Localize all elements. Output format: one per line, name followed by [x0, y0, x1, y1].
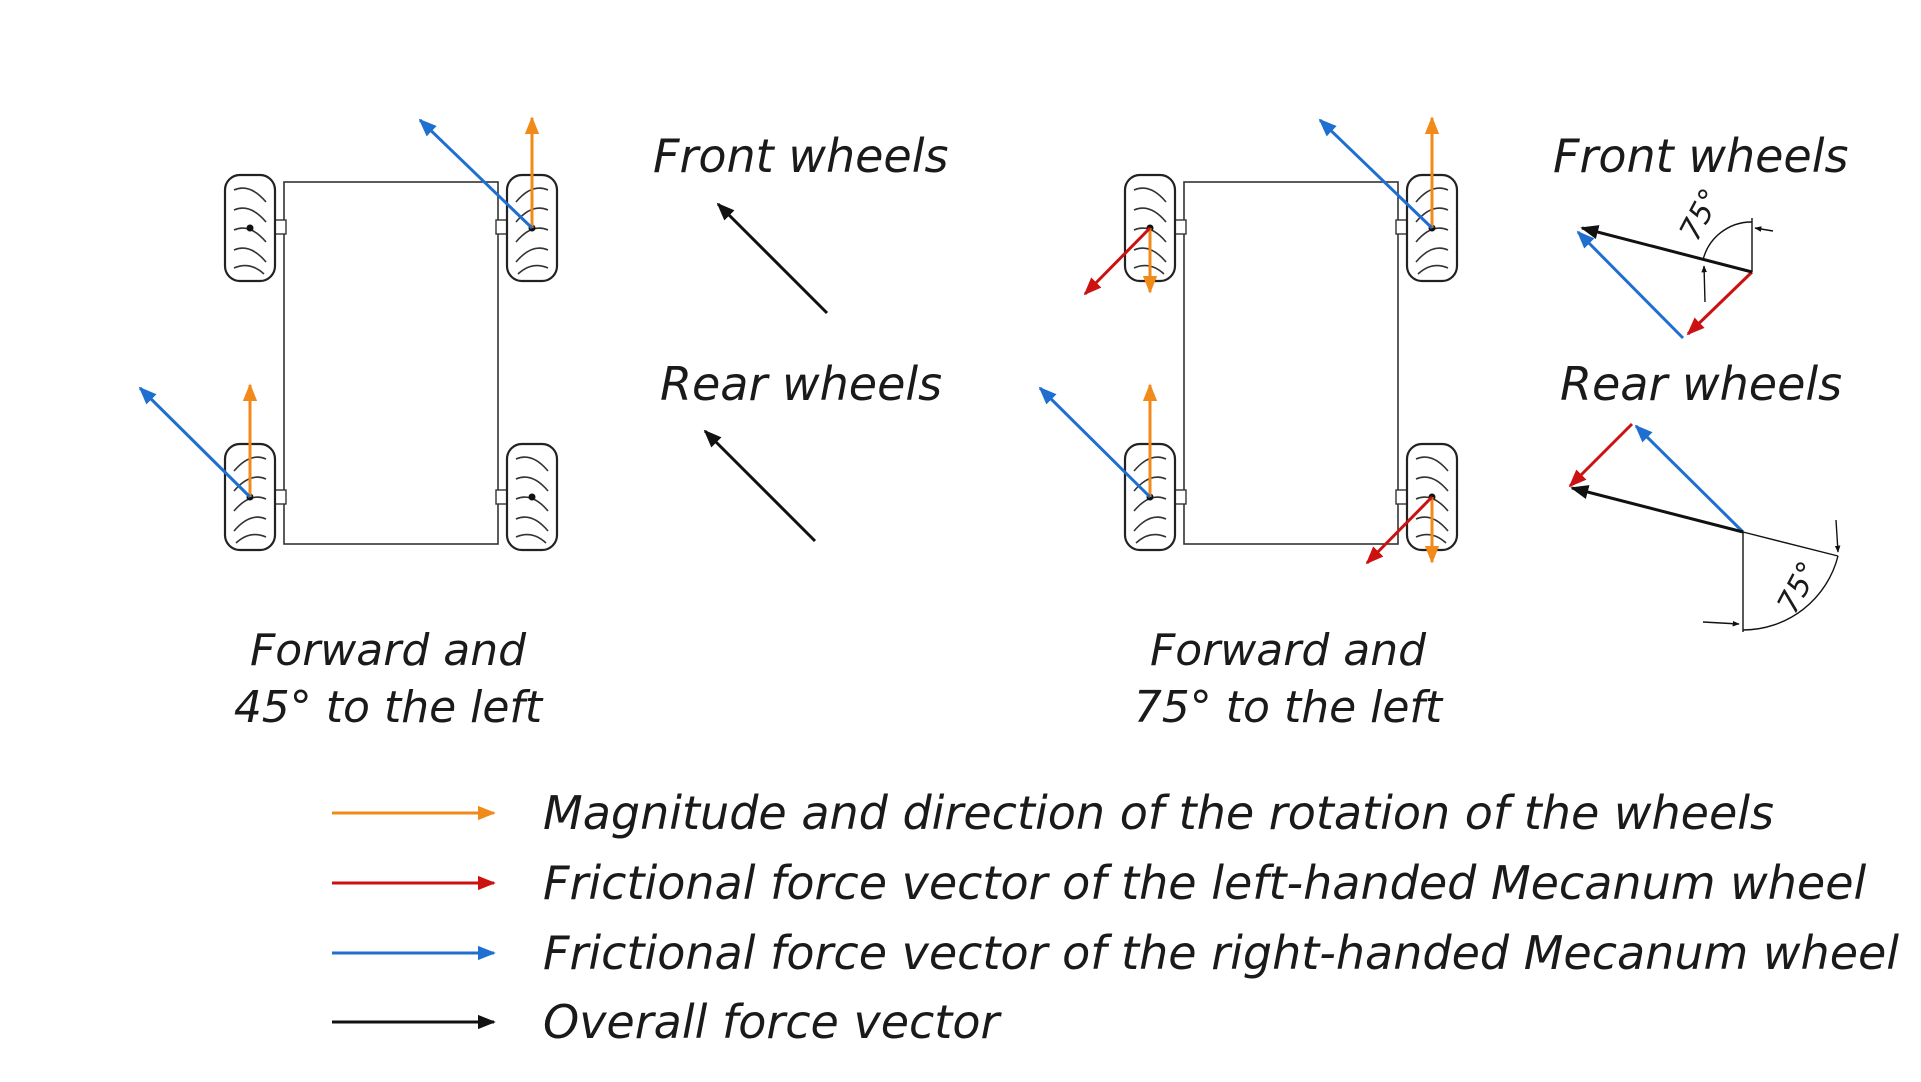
legend-item-left-friction: Frictional force vector of the left-hand… [332, 856, 1867, 910]
chassis-75 [1183, 181, 1399, 545]
front-75-angle-arc [1702, 221, 1753, 261]
vector-sum-rear-75: 75° [1568, 422, 1841, 632]
legend-overall-label: Overall force vector [543, 995, 1002, 1049]
rear-wheels-heading-75: Rear wheels [1560, 357, 1842, 411]
overall-arrow-front-45 [716, 202, 829, 315]
overall-arrow-rear-45 [703, 429, 817, 543]
legend-item-right-friction: Frictional force vector of the right-han… [332, 926, 1899, 980]
friction-arrow-rear-left-75 [1038, 386, 1152, 499]
caption-45-line1: Forward and [250, 625, 527, 676]
legend-item-rotation: Magnitude and direction of the rotation … [332, 786, 1774, 840]
robot-75 [1038, 116, 1459, 565]
robot-45 [138, 116, 559, 552]
caption-75-line2: 75° to the left [1134, 682, 1444, 733]
front-75-black-vector [1580, 225, 1753, 274]
friction-arrow-rear-left-45 [138, 386, 252, 499]
legend-item-overall: Overall force vector [332, 995, 1002, 1049]
rear-75-blue-vector [1634, 424, 1745, 534]
legend: Magnitude and direction of the rotation … [332, 786, 1899, 1049]
rear-75-black-vector [1570, 485, 1744, 534]
legend-rotation-label: Magnitude and direction of the rotation … [543, 786, 1774, 840]
rear-wheels-heading-45: Rear wheels [660, 357, 942, 411]
front-wheels-heading-75: Front wheels [1553, 129, 1848, 183]
friction-arrow-front-left-75 [1083, 226, 1152, 296]
wheel-front-left-45 [223, 173, 277, 283]
front-wheels-heading-45: Front wheels [653, 129, 948, 183]
rear-75-angle-label: 75° [1771, 556, 1827, 619]
friction-arrow-front-right-75 [1318, 118, 1434, 230]
caption-45-line2: 45° to the left [234, 682, 544, 733]
wheel-rear-right-45 [505, 442, 559, 552]
friction-arrow-front-right-45 [418, 118, 534, 230]
legend-right-friction-label: Frictional force vector of the right-han… [543, 926, 1899, 980]
legend-left-friction-label: Frictional force vector of the left-hand… [543, 856, 1867, 910]
friction-arrow-rear-right-75 [1365, 495, 1434, 565]
rear-75-angle-arc [1742, 555, 1839, 631]
front-75-red-vector [1686, 270, 1754, 336]
chassis-45 [283, 181, 499, 545]
front-75-angle-label: 75° [1673, 183, 1729, 246]
rear-75-red-vector [1568, 422, 1634, 488]
front-75-blue-vector [1576, 230, 1685, 340]
caption-75-line1: Forward and [1150, 625, 1427, 676]
vector-sum-front-75: 75° [1576, 183, 1774, 340]
